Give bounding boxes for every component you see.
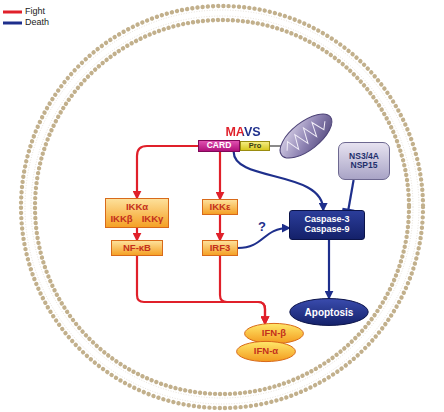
viral-protein-box: NS3/4ANSP15 xyxy=(338,142,390,180)
pathway-arrow xyxy=(220,256,265,324)
ellipse-shape xyxy=(245,323,304,343)
lipid-heads xyxy=(35,20,409,394)
node-text: CARD xyxy=(207,141,232,150)
node-text: Caspase-3 xyxy=(304,215,349,225)
kinase-box: IKKαIKKβ IKKγ xyxy=(105,198,169,228)
inhibition-line xyxy=(348,180,353,210)
node-text: IKKβ xyxy=(110,214,132,224)
legend-text: Death xyxy=(25,17,49,27)
lipid-tails xyxy=(25,10,419,404)
interferon-ellipse: IFN-β xyxy=(244,323,304,344)
pathway-arrow xyxy=(234,152,324,210)
factor-box: NF-κB xyxy=(111,240,163,256)
legend-line xyxy=(3,11,22,14)
pathway-arrow xyxy=(136,228,138,240)
domain-box: Pro xyxy=(240,141,270,151)
node-text: IKKγ xyxy=(142,214,164,224)
legend-text: Fight xyxy=(25,6,45,16)
ellipse-shape xyxy=(290,299,368,326)
pathway-arrow xyxy=(137,146,198,198)
kinase-box: IKKε xyxy=(202,199,238,215)
node-text: IFN-β xyxy=(262,328,286,338)
node-text: IKKε xyxy=(210,202,231,212)
node-text: IKKα xyxy=(126,202,148,212)
lipid-heads xyxy=(21,6,423,408)
protein-group: MAVSCARD Pro xyxy=(198,124,272,152)
protein-name: MAVS xyxy=(225,126,260,140)
ellipse-shape xyxy=(237,341,296,361)
node-text: Caspase-9 xyxy=(304,225,349,235)
node-text: NS3/4A xyxy=(349,152,379,161)
legend-line xyxy=(3,22,22,25)
mitochondrion xyxy=(273,106,339,166)
pathway-arrow xyxy=(328,240,330,298)
pathway-arrow xyxy=(137,256,265,324)
domain-box: CARD xyxy=(198,140,240,152)
node-text: NSP15 xyxy=(351,161,378,170)
node-text: IRF3 xyxy=(210,243,231,253)
lipid-tails xyxy=(31,16,413,398)
factor-box: IRF3 xyxy=(202,240,238,256)
caspase-box: Caspase-3Caspase-9 xyxy=(289,210,365,240)
node-text: IFN-α xyxy=(254,346,278,356)
node-text: NF-κB xyxy=(123,243,151,253)
node-text: Apoptosis xyxy=(305,307,354,318)
outcome-ellipse: Apoptosis xyxy=(289,298,369,326)
pathway-arrow xyxy=(219,215,221,240)
interferon-ellipse: IFN-α xyxy=(236,341,296,362)
question-mark: ? xyxy=(258,219,266,234)
pathway-arrow xyxy=(219,152,221,199)
node-text: Pro xyxy=(249,142,262,150)
